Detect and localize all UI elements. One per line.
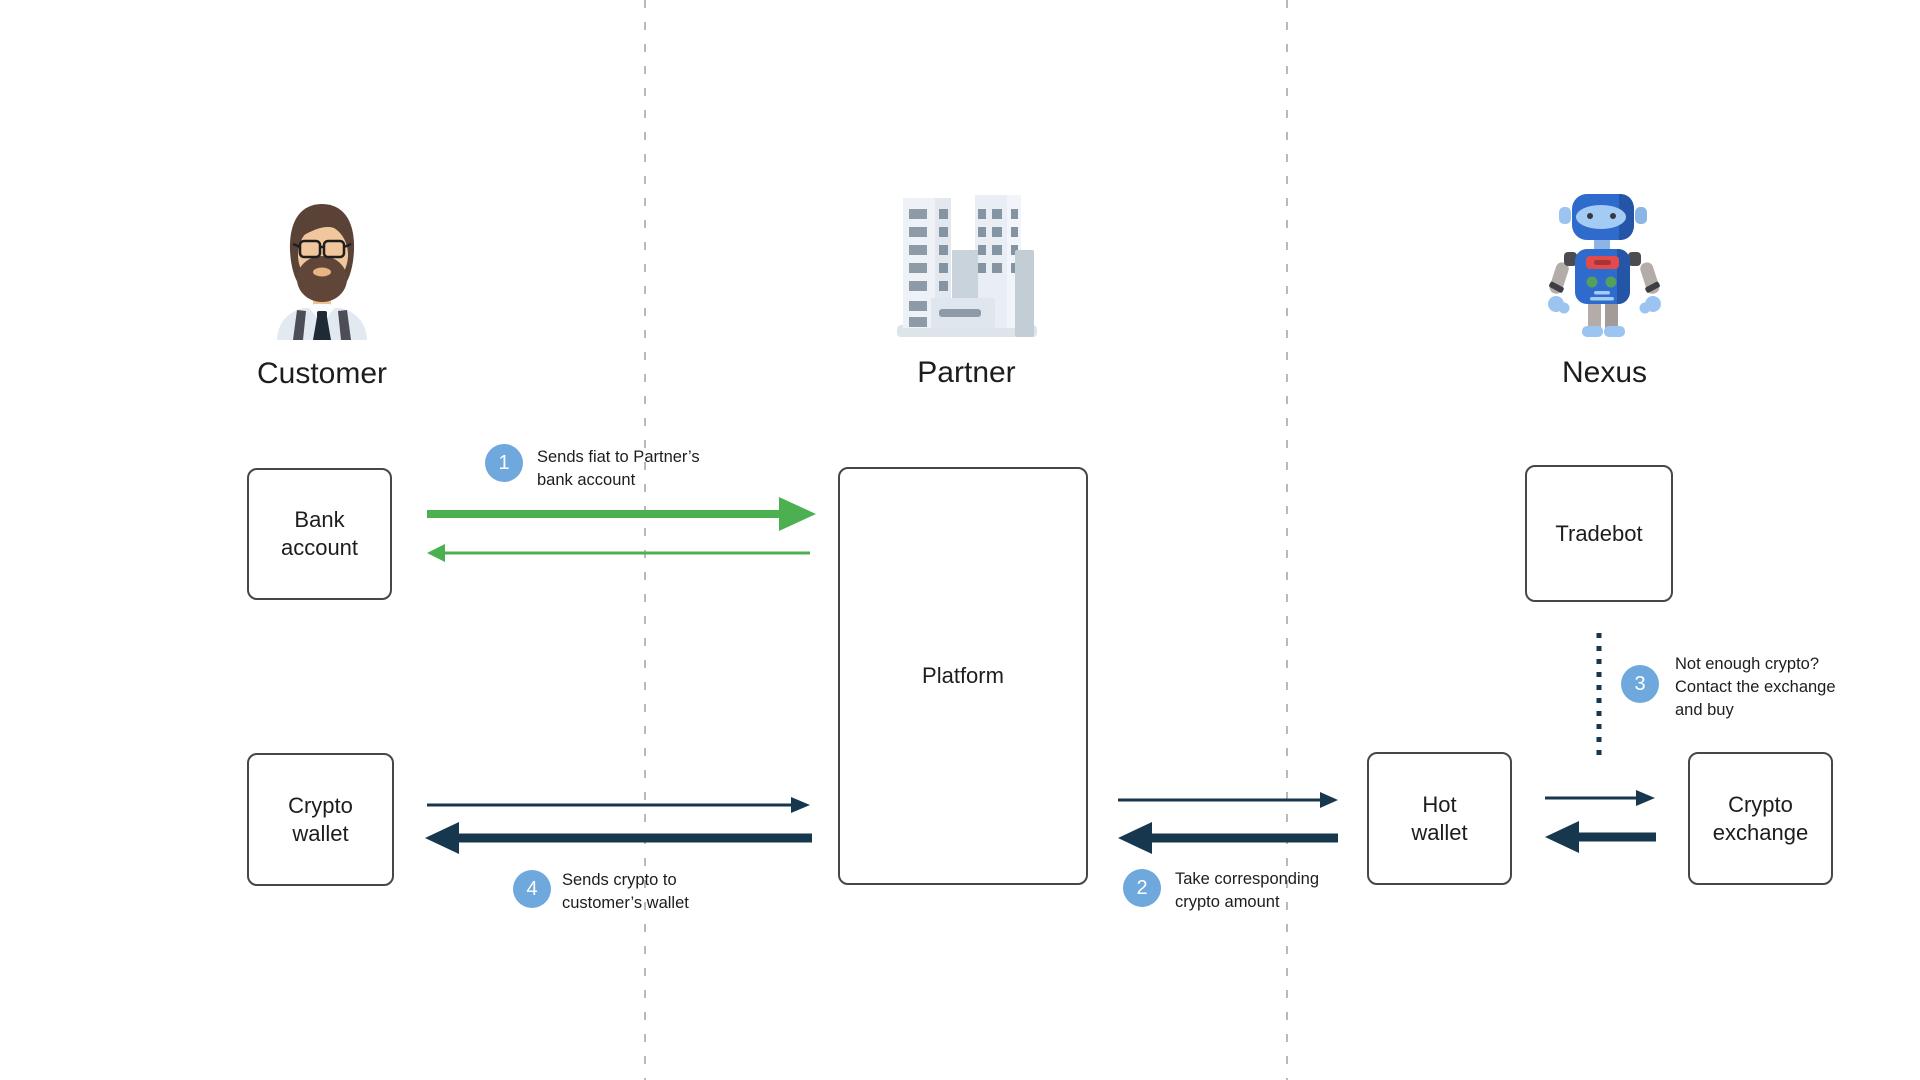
arrow-step2-take-crypto xyxy=(1118,822,1338,854)
actor-partner: Partner xyxy=(895,195,1038,390)
actor-title-customer: Customer xyxy=(256,357,388,390)
robot-icon xyxy=(1548,194,1661,337)
actor-nexus: Nexus xyxy=(1547,192,1662,390)
step-badge-1: 1 xyxy=(485,444,523,482)
actor-title-nexus: Nexus xyxy=(1561,356,1648,389)
arrow-wallet-to-platform xyxy=(427,797,810,813)
arrow-hotwallet-to-exchange xyxy=(1545,790,1655,806)
node-label-tradebot: Tradebot xyxy=(1555,520,1643,546)
arrow-exchange-to-hotwallet xyxy=(1545,821,1656,853)
actor-title-partner: Partner xyxy=(917,356,1016,389)
node-platform: Platform xyxy=(838,467,1088,885)
building-icon xyxy=(897,195,1037,337)
arrow-platform-to-hotwallet xyxy=(1118,792,1338,808)
actor-customer: Customer xyxy=(257,200,387,391)
arrow-step1-fiat-to-platform xyxy=(427,497,816,531)
step-badge-2: 2 xyxy=(1123,869,1161,907)
node-label-platform: Platform xyxy=(922,663,1004,688)
arrow-step4-crypto-to-wallet xyxy=(425,822,812,854)
step-badge-3: 3 xyxy=(1621,665,1659,703)
customer-avatar-icon xyxy=(277,204,367,340)
arrow-fiat-return xyxy=(427,544,810,562)
node-tradebot: Tradebot xyxy=(1525,465,1673,602)
step-badge-4: 4 xyxy=(513,870,551,908)
